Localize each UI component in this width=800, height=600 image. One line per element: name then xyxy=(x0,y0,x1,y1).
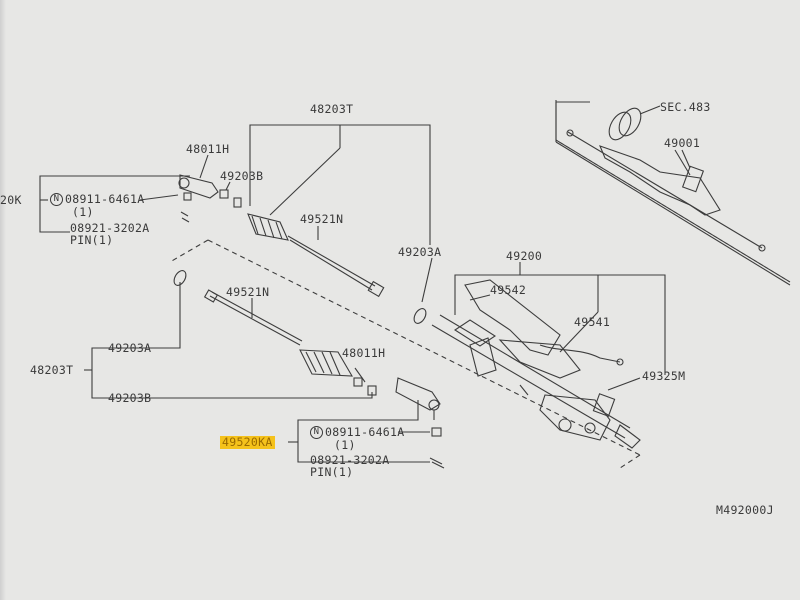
sec-483-rings xyxy=(608,105,661,141)
label-49541[interactable]: 49541 xyxy=(574,315,611,329)
hardware-nuts-pins xyxy=(180,192,445,469)
lower-tie-rod-assembly xyxy=(173,270,441,420)
label-nut-top-qty: (1) xyxy=(72,205,94,219)
label-pin-top-qty: PIN(1) xyxy=(70,233,114,247)
upper-tie-rod-assembly xyxy=(178,174,427,324)
label-49325M[interactable]: 49325M xyxy=(642,369,686,383)
label-49521N-mid[interactable]: 49521N xyxy=(226,285,270,299)
label-49203B-top[interactable]: 49203B xyxy=(220,169,264,183)
label-49203A-left[interactable]: 49203A xyxy=(108,341,152,355)
label-20K[interactable]: 20K xyxy=(0,193,22,207)
label-48203T-top[interactable]: 48203T xyxy=(310,102,354,116)
label-49520KA-highlighted[interactable]: 49520KA xyxy=(220,435,275,449)
label-pin-top[interactable]: 08921-3202A xyxy=(70,221,150,235)
label-pin-bottom[interactable]: 08921-3202A xyxy=(310,453,390,467)
assembly-49001-boundary xyxy=(555,100,791,286)
label-49521N-top[interactable]: 49521N xyxy=(300,212,344,226)
label-48011H-bottom[interactable]: 48011H xyxy=(342,346,386,360)
label-pin-bottom-qty: PIN(1) xyxy=(310,465,354,479)
label-nut-bottom-qty: (1) xyxy=(334,438,356,452)
assembly-49001-rack xyxy=(566,129,766,252)
assembly-49200-boundary xyxy=(169,239,641,469)
leader-lines xyxy=(39,124,691,463)
page-reference: M492000J xyxy=(716,503,774,517)
label-49200[interactable]: 49200 xyxy=(506,249,543,263)
label-49203A-top[interactable]: 49203A xyxy=(398,245,442,259)
label-49001[interactable]: 49001 xyxy=(664,136,701,150)
n-circle-icon: N xyxy=(310,426,323,439)
label-48203T-left[interactable]: 48203T xyxy=(30,363,74,377)
n-circle-icon: N xyxy=(50,193,63,206)
label-49542[interactable]: 49542 xyxy=(490,283,527,297)
label-48011H-top[interactable]: 48011H xyxy=(186,142,230,156)
nut-bottom-number: 08911-6461A xyxy=(325,425,405,439)
nut-top-number: 08911-6461A xyxy=(65,192,145,206)
label-49203B-left[interactable]: 49203B xyxy=(108,391,152,405)
main-rack-housing xyxy=(431,279,641,449)
label-sec-483[interactable]: SEC.483 xyxy=(660,100,711,114)
